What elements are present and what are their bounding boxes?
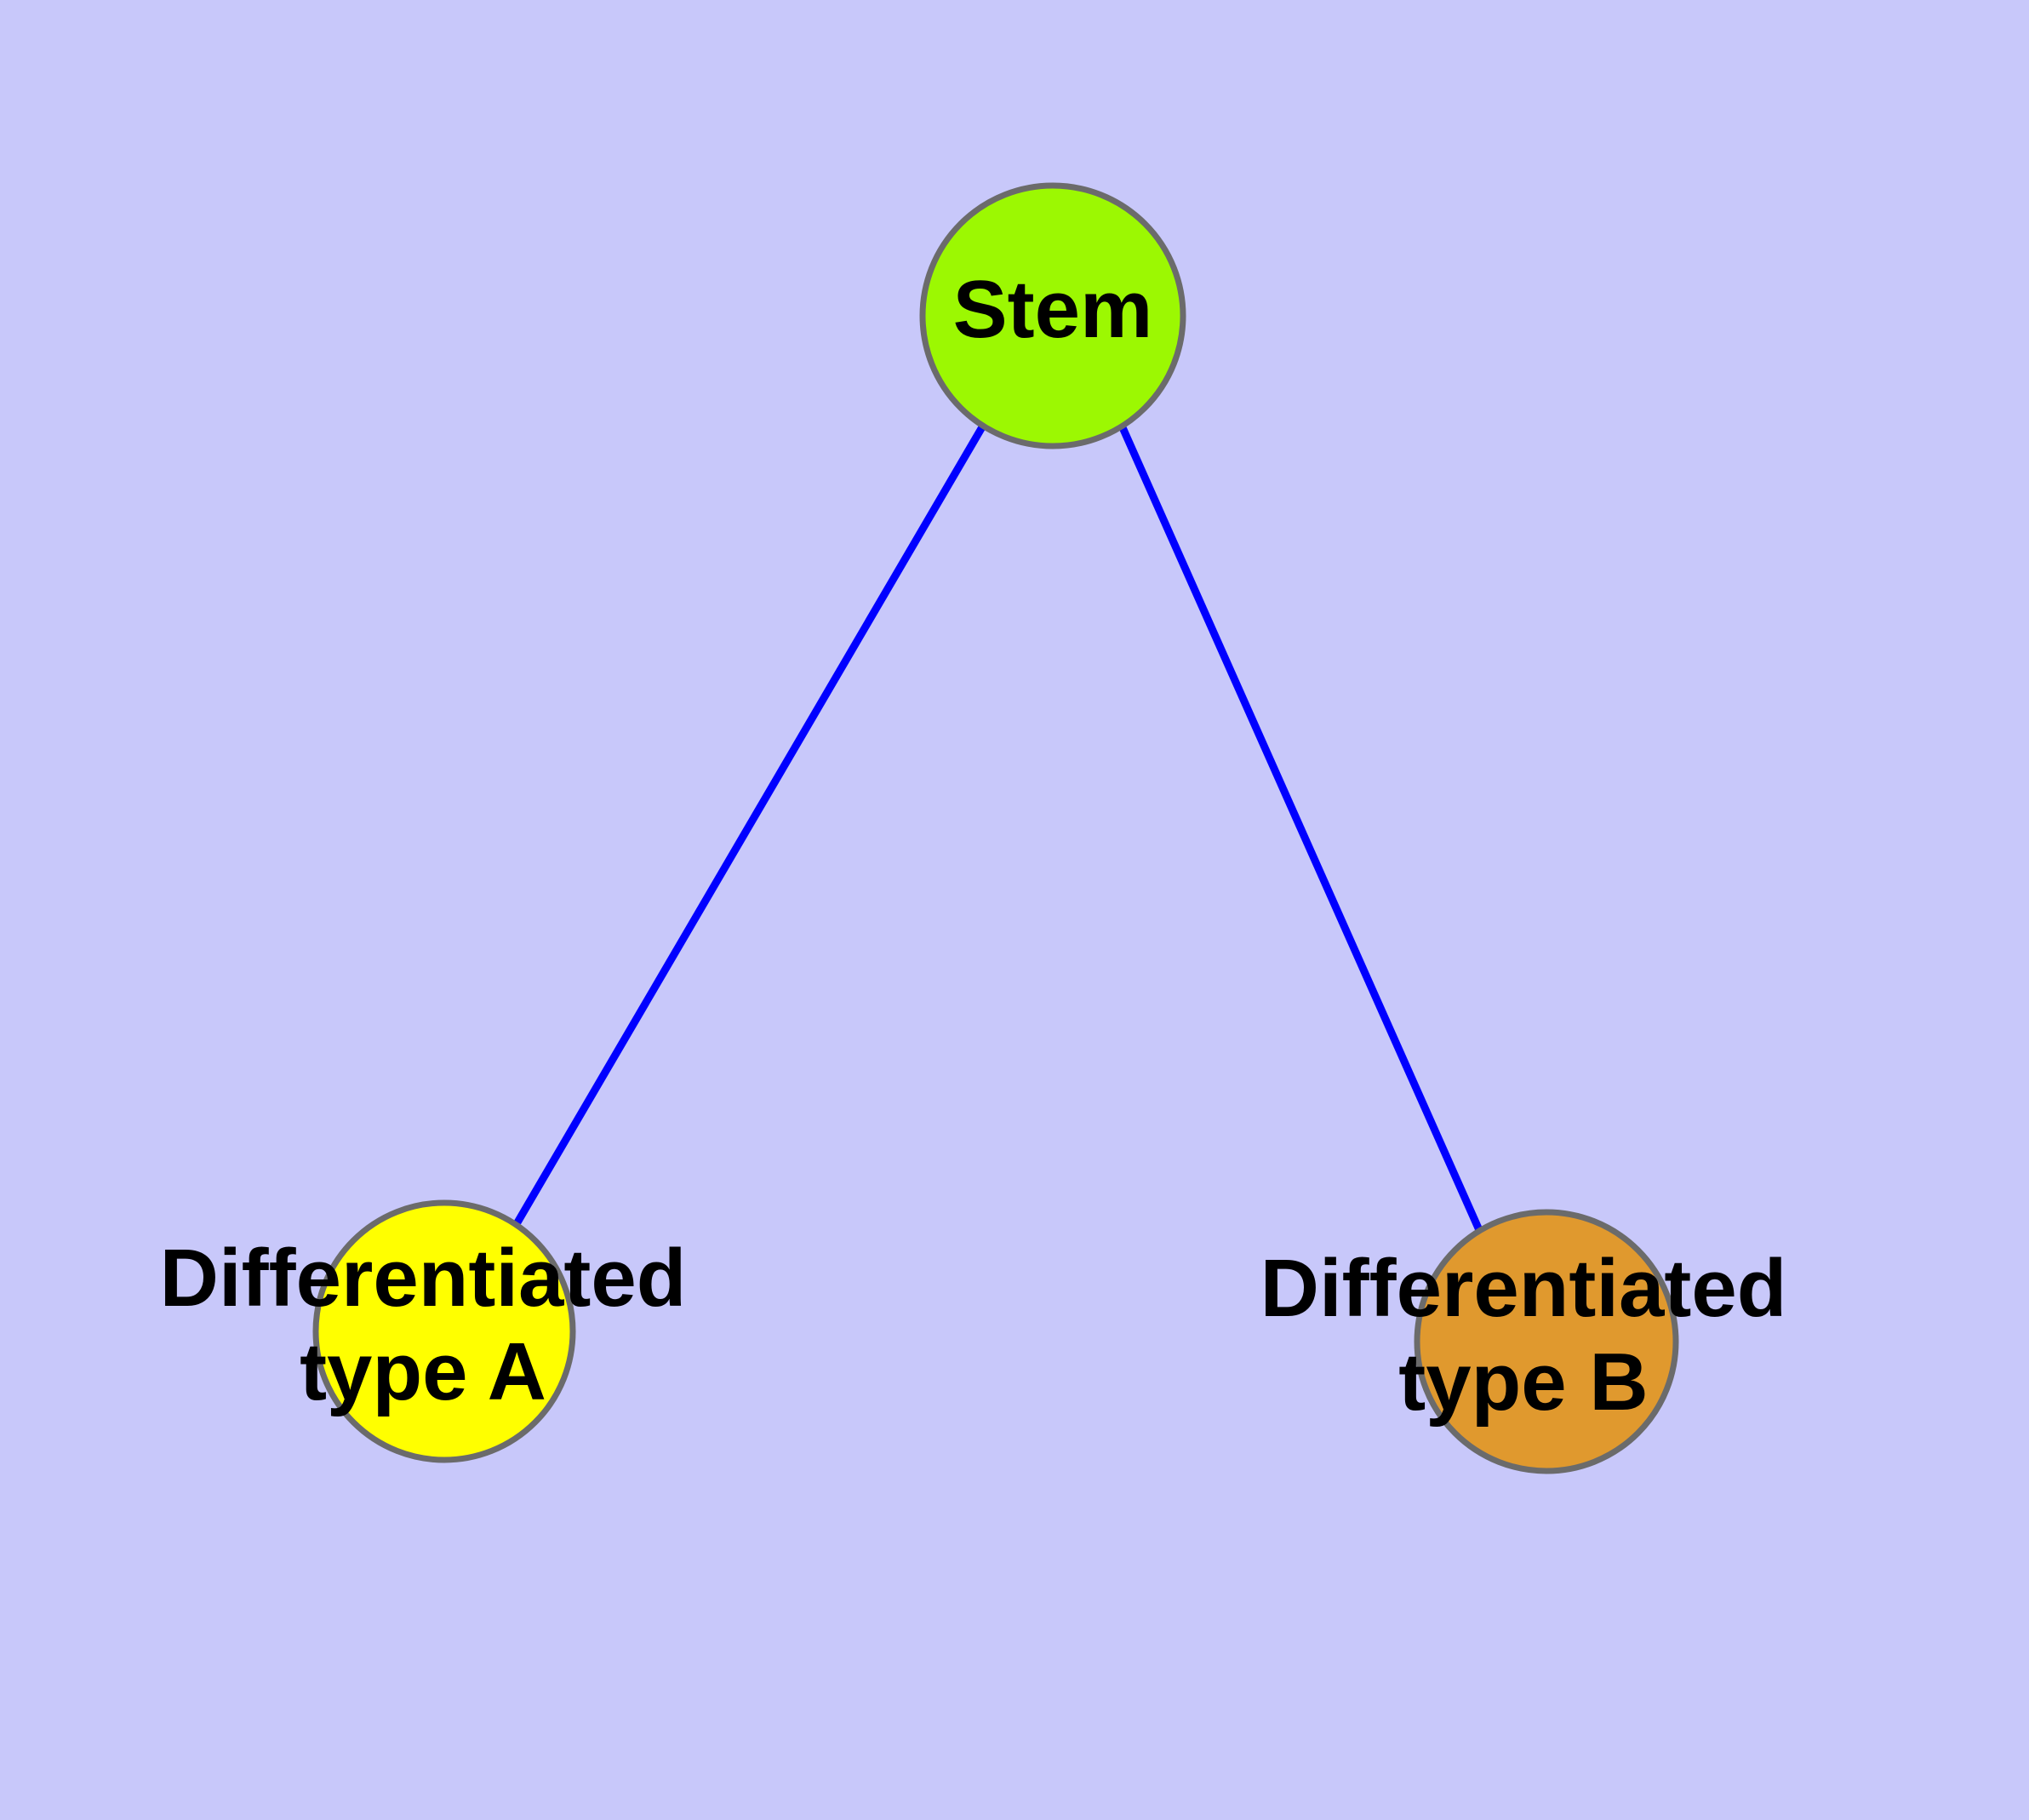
node-label-line: type B <box>1398 1336 1648 1428</box>
edge-stem-to-differentiated-type-b[interactable] <box>1117 424 1483 1232</box>
node-label-stem: Stem <box>953 264 1153 355</box>
edge-stem-to-differentiated-type-a[interactable] <box>514 423 986 1225</box>
node-differentiated-type-b[interactable] <box>1414 1209 1679 1474</box>
edge-layer <box>514 423 1483 1232</box>
node-label-line: Differentiated <box>160 1233 687 1324</box>
node-label-line: Differentiated <box>1260 1243 1787 1334</box>
node-layer <box>312 182 1679 1474</box>
node-differentiated-type-a[interactable] <box>312 1199 576 1463</box>
node-stem[interactable] <box>919 182 1186 449</box>
node-label-line: Stem <box>953 264 1153 355</box>
node-label-line: type A <box>300 1326 546 1417</box>
